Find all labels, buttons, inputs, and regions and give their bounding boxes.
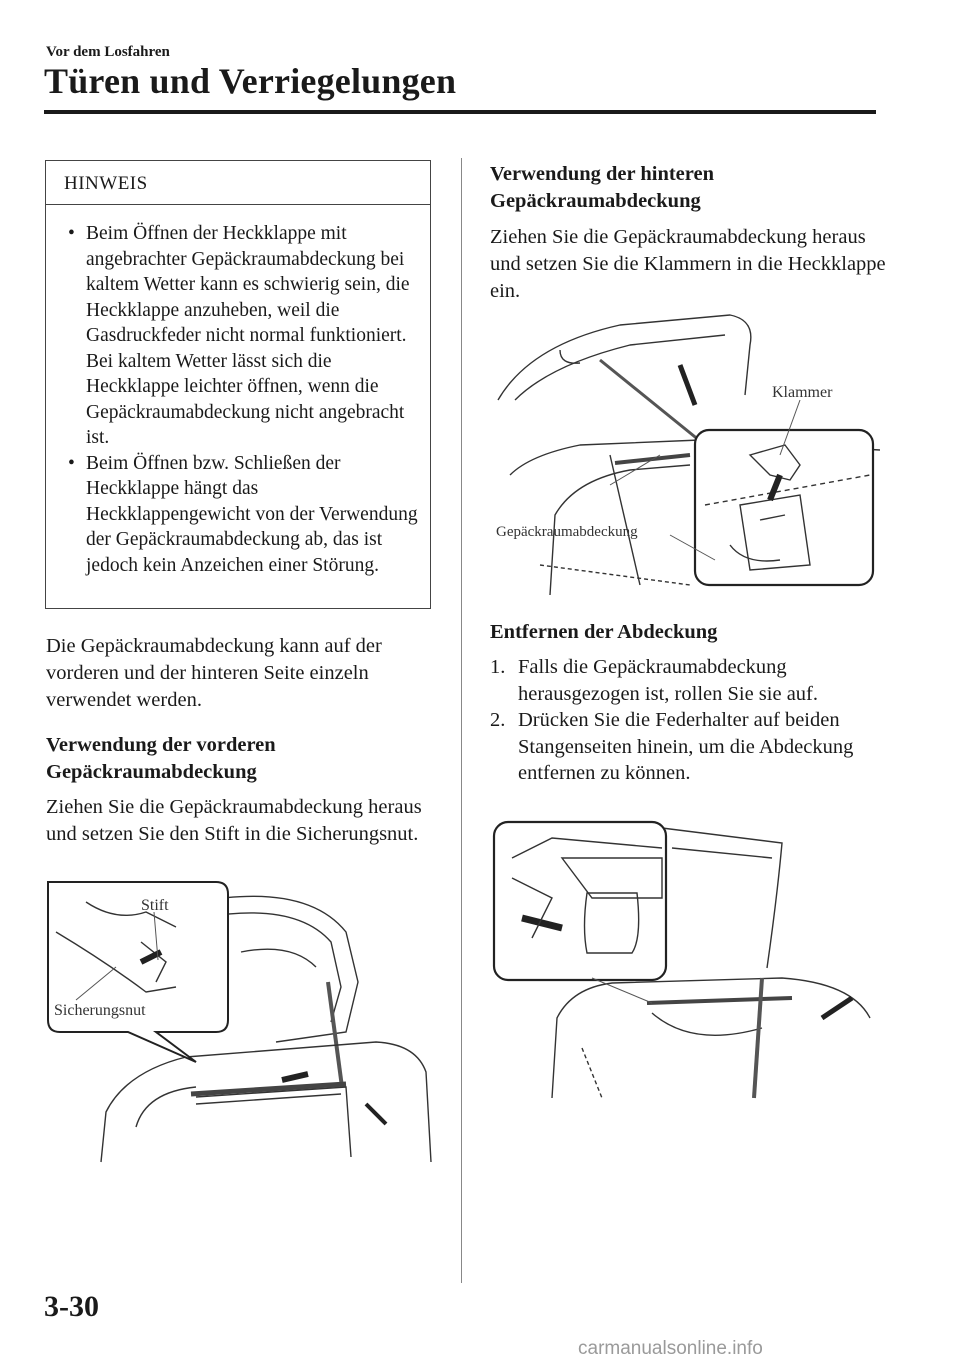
intro-paragraph: Die Gepäckraumabdeckung kann auf der vor… xyxy=(46,635,382,711)
front-cover-heading: Verwendung der vorderen Gepäckraumabdeck… xyxy=(46,734,276,783)
rear-cover-paragraph: Ziehen Sie die Gepäckraumabdeckung herau… xyxy=(490,226,886,302)
remove-cover-illustration xyxy=(492,818,878,1108)
remove-cover-drawing xyxy=(492,820,871,1099)
page-title: Türen und Verriegelungen xyxy=(44,61,457,101)
step-item: 2. Drücken Sie die Federhalter auf beide… xyxy=(490,707,890,787)
pin-label: Stift xyxy=(141,897,169,914)
rear-cover-illustration: Klammer Gepäckraumabdeckung xyxy=(490,305,880,600)
bullet-icon: • xyxy=(68,452,75,474)
page-number: 3-30 xyxy=(44,1290,99,1323)
note-item-text: Beim Öffnen der Heckklappe mit angebrach… xyxy=(86,223,410,448)
front-cover-paragraph: Ziehen Sie die Gepäckraumabdeckung herau… xyxy=(46,796,422,845)
clip-label: Klammer xyxy=(772,384,833,401)
step-text: Drücken Sie die Federhalter auf beiden S… xyxy=(518,709,854,784)
section-label: Vor dem Losfahren xyxy=(46,44,170,60)
watermark: carmanualsonline.info xyxy=(578,1338,763,1359)
note-item: • Beim Öffnen bzw. Schließen der Heckkla… xyxy=(62,451,426,579)
step-item: 1. Falls die Gepäckraumabdeckung herausg… xyxy=(490,654,890,707)
column-divider xyxy=(461,158,462,1283)
rear-cover-heading: Verwendung der hinteren Gepäckraumabdeck… xyxy=(490,163,715,212)
note-box: HINWEIS • Beim Öffnen der Heckklappe mit… xyxy=(45,160,431,609)
step-number: 1. xyxy=(490,656,506,678)
note-title: HINWEIS xyxy=(64,173,148,194)
step-number: 2. xyxy=(490,709,506,731)
bullet-icon: • xyxy=(68,223,75,244)
note-item: • Beim Öffnen der Heckklappe mit angebra… xyxy=(62,221,426,451)
rear-cover-drawing: Klammer Gepäckraumabdeckung xyxy=(496,314,880,596)
front-cover-illustration: Stift Sicherungsnut xyxy=(46,872,438,1168)
note-item-text: Beim Öffnen bzw. Schließen der Heckklapp… xyxy=(86,452,418,576)
title-rule xyxy=(44,110,876,114)
cover-label: Gepäckraumabdeckung xyxy=(496,524,638,540)
remove-steps-list: 1. Falls die Gepäckraumabdeckung herausg… xyxy=(490,654,890,787)
front-cover-drawing: Stift Sicherungsnut xyxy=(47,881,432,1163)
note-divider xyxy=(46,204,430,205)
groove-label: Sicherungsnut xyxy=(54,1002,146,1019)
remove-cover-heading: Entfernen der Abdeckung xyxy=(490,621,718,643)
step-text: Falls die Gepäckraumabdeckung herausgezo… xyxy=(518,656,819,705)
note-list: • Beim Öffnen der Heckklappe mit angebra… xyxy=(62,221,426,578)
